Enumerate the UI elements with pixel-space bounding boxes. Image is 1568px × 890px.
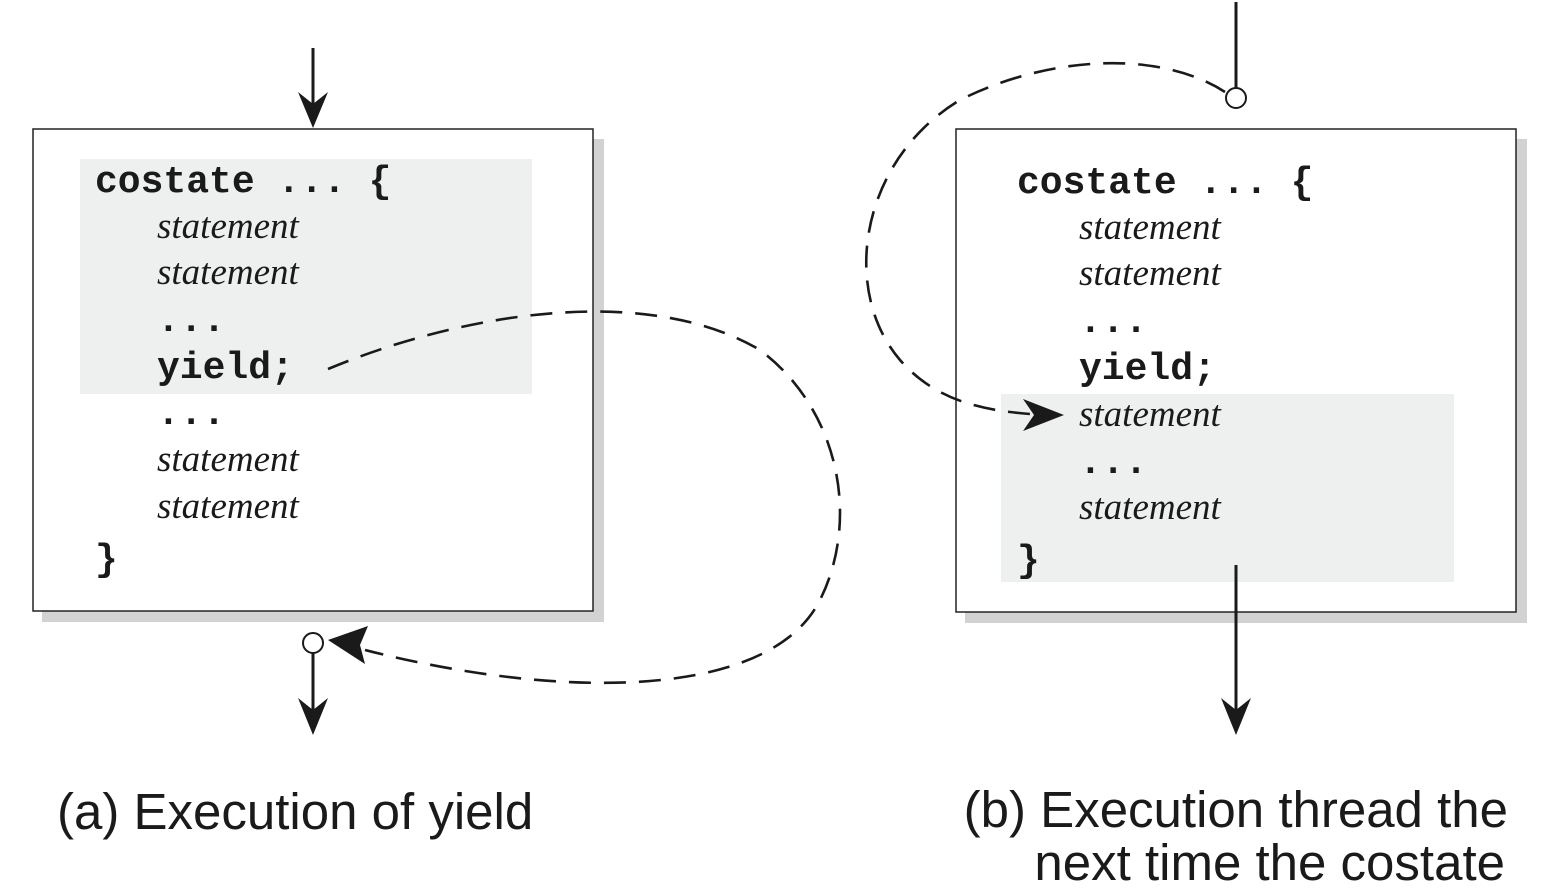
caption-b-line-1: (b) Execution thread the [964,781,1508,838]
panel-a-statement-4: statement [157,486,301,527]
panel-b-resume-arrowhead [1023,399,1064,431]
panel-b-resumed-highlight [1001,394,1454,582]
caption-b-line-2: next time the costate [1034,834,1505,890]
panel-a-return-arrowhead [328,626,368,664]
panel-a-yield: yield; [157,347,294,390]
panel-a-statement-1: statement [157,206,301,247]
panel-a-exit-node [302,632,324,654]
panel-a-entry-arrowhead [298,92,328,128]
panel-b-statement-4: statement [1079,487,1223,528]
panel-b-entry-node [1225,87,1247,109]
panel-a-statement-2: statement [157,252,301,293]
panel-b-statement-2: statement [1079,253,1223,294]
panel-a-ellipsis-2: ... [157,393,225,436]
panel-a-yield-return-path [327,310,842,685]
panel-a-statement-3: statement [157,439,301,480]
panel-a-close-brace: } [95,539,118,582]
panel-b-close-brace: } [1017,540,1040,583]
caption-a: (a) Execution of yield [57,783,533,840]
panel-b-exit-arrowhead [1221,698,1251,735]
panel-b-yield: yield; [1079,348,1216,391]
panel-b: costate ... { statement statement ... yi… [864,2,1527,890]
panel-b-ellipsis-1: ... [1079,301,1147,344]
panel-a-exit-arrowhead [298,698,328,735]
panel-a-executed-highlight [80,159,532,394]
panel-b-resume-path [864,61,1226,416]
panel-b-statement-1: statement [1079,207,1223,248]
panel-a-ellipsis-1: ... [157,300,225,343]
panel-a: costate ... { statement statement ... yi… [32,48,842,840]
panel-b-costate-header: costate ... { [1017,162,1313,205]
panel-a-costate-header: costate ... { [95,161,391,204]
panel-b-statement-3: statement [1079,394,1223,435]
panel-b-ellipsis-2: ... [1079,442,1147,485]
